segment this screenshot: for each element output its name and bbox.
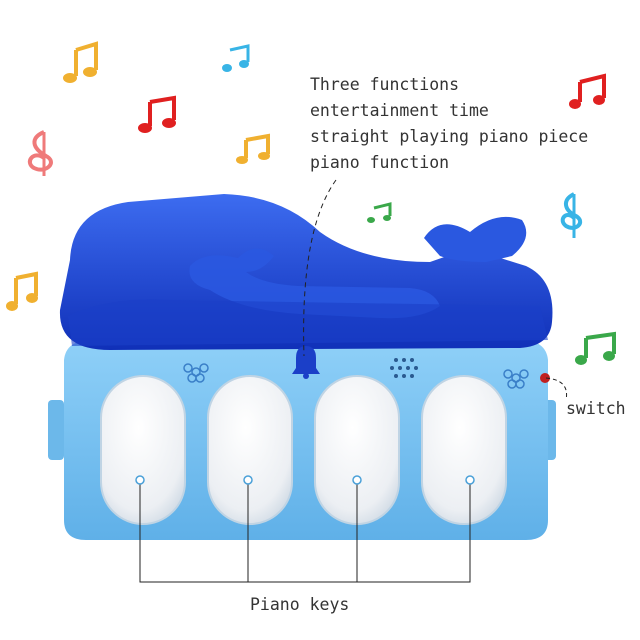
whale-top bbox=[59, 194, 553, 350]
red-note-icon bbox=[138, 95, 176, 133]
red-note-icon bbox=[569, 73, 606, 109]
treble-clef-icon bbox=[560, 192, 583, 238]
callout-line: Three functions bbox=[310, 75, 460, 94]
piano-key-1[interactable] bbox=[100, 375, 186, 525]
switch-callout: switch bbox=[566, 399, 626, 418]
power-switch[interactable] bbox=[540, 373, 550, 383]
keys-leader-line bbox=[135, 475, 475, 583]
piano-keys bbox=[100, 375, 507, 525]
bell-icon[interactable] bbox=[292, 346, 320, 379]
orange-note-icon bbox=[236, 133, 270, 164]
speaker-grill bbox=[390, 358, 418, 378]
piano-key-4[interactable] bbox=[421, 375, 507, 525]
blue-note-icon bbox=[222, 44, 250, 72]
callout-line: entertainment time bbox=[310, 101, 489, 120]
green-note-icon bbox=[575, 331, 616, 365]
flower-icon bbox=[503, 369, 529, 389]
piano-keys-callout: Piano keys bbox=[250, 595, 350, 614]
callout-line: piano function bbox=[310, 153, 450, 172]
switch-leader-line bbox=[545, 377, 568, 401]
treble-clef-icon bbox=[27, 130, 53, 176]
orange-note-icon bbox=[6, 271, 38, 311]
piano-key-2[interactable] bbox=[207, 375, 293, 525]
flower-icon bbox=[183, 363, 209, 383]
green-note-icon bbox=[367, 202, 392, 223]
callout-line: straight playing piano piece bbox=[310, 127, 589, 146]
orange-note-icon bbox=[63, 41, 98, 83]
functions-leader-line bbox=[303, 179, 337, 357]
functions-callout: Three functions entertainment time strai… bbox=[310, 72, 588, 176]
